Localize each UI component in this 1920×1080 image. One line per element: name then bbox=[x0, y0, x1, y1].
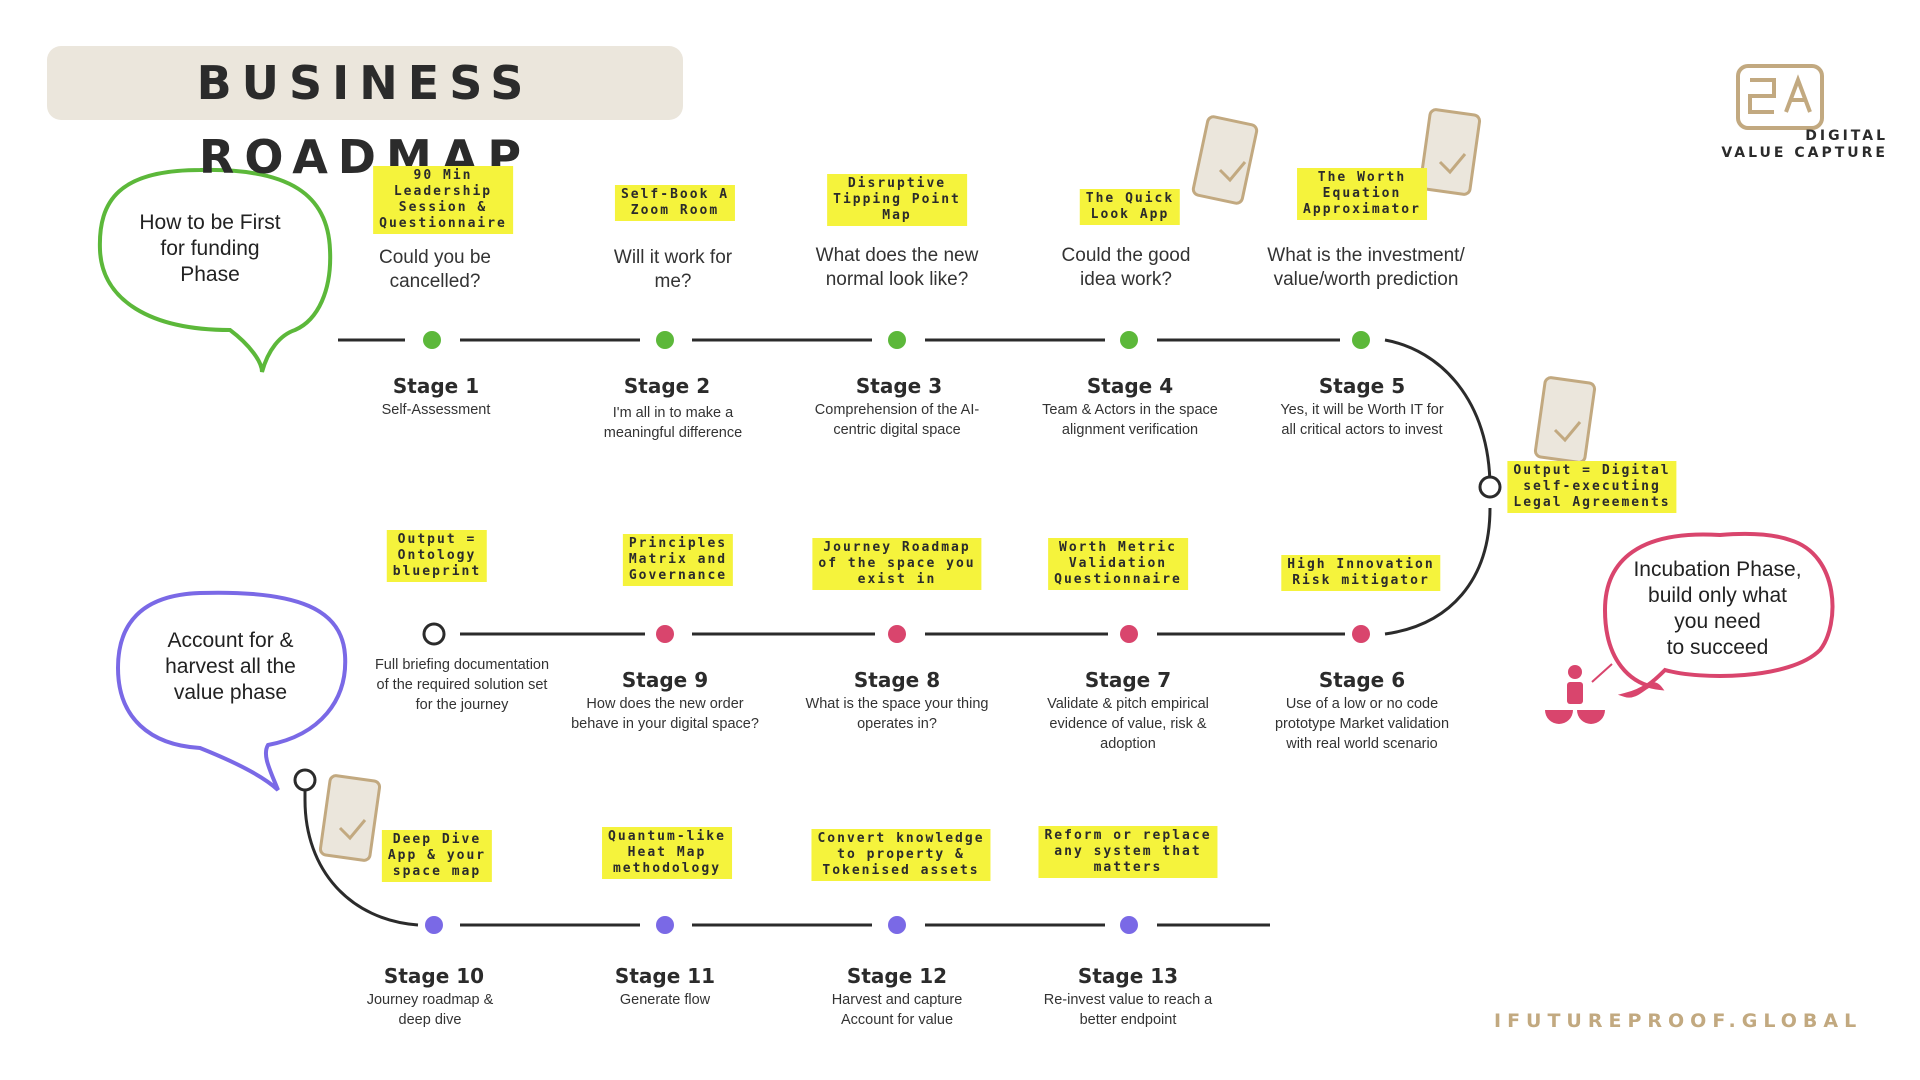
stage-1-title: Stage 1 bbox=[392, 374, 480, 398]
stage-3-dot bbox=[888, 331, 906, 349]
stage-10-subtitle: Journey roadmap & deep dive bbox=[366, 992, 494, 1028]
bubble-green-outline bbox=[97, 167, 333, 373]
stage-10-tag: Deep Dive App & your space map bbox=[381, 830, 493, 882]
stage-12-tag: Convert knowledge to property & Tokenise… bbox=[811, 829, 991, 881]
page-title: BUSINESS ROADMAP bbox=[196, 56, 534, 184]
stage-5-question: What is the investment/ value/worth pred… bbox=[1267, 245, 1465, 290]
path-curve bbox=[303, 790, 419, 927]
stage-11-dot bbox=[656, 916, 674, 934]
stage-4-subtitle: Team & Actors in the space alignment ver… bbox=[1042, 402, 1218, 438]
stage-2-question: Will it work for me? bbox=[613, 247, 733, 292]
stage-2-dot bbox=[656, 331, 674, 349]
output-ontology-text: Full briefing documentation of the requi… bbox=[374, 657, 550, 713]
output-ontology-ring bbox=[422, 622, 446, 646]
stage-11-title: Stage 11 bbox=[614, 964, 716, 988]
row2-dots bbox=[652, 621, 1374, 647]
stage-1-dot bbox=[423, 331, 441, 349]
stage-5-subtitle: Yes, it will be Worth IT for all critica… bbox=[1280, 402, 1444, 438]
stage-6-subtitle: Use of a low or no code prototype Market… bbox=[1274, 696, 1450, 752]
brand-logo bbox=[1736, 64, 1824, 130]
brand-name: DIGITAL VALUE CAPTURE bbox=[1721, 128, 1888, 161]
phone-check-marks bbox=[338, 153, 1582, 841]
stage-5-tag: The Worth Equation Approximator bbox=[1297, 168, 1427, 220]
output-legal-tag: Output = Digital self-executing Legal Ag… bbox=[1507, 461, 1677, 513]
phase3-start-ring bbox=[293, 768, 317, 792]
stage-12-title: Stage 12 bbox=[846, 964, 948, 988]
stage-9-subtitle: How does the new order behave in your di… bbox=[571, 696, 759, 732]
stage-9-tag: Principles Matrix and Governance bbox=[622, 534, 734, 586]
stage-6-dot bbox=[1352, 625, 1370, 643]
stage-5-title: Stage 5 bbox=[1318, 374, 1406, 398]
stage-4-tag: The Quick Look App bbox=[1079, 189, 1181, 225]
output-legal-ring bbox=[1478, 475, 1502, 499]
bubble-value-phase: Account for & harvest all the value phas… bbox=[165, 629, 296, 704]
stage-3-tag: Disruptive Tipping Point Map bbox=[827, 174, 967, 226]
stage-6-subtitle: Validate & pitch empirical evidence of v… bbox=[1047, 696, 1209, 752]
stage-7-title: Stage 7 bbox=[1084, 668, 1172, 692]
title-banner bbox=[47, 46, 683, 120]
stage-1-question: Could you be cancelled? bbox=[379, 247, 491, 292]
stage-5-dot bbox=[1352, 331, 1370, 349]
row1-dots bbox=[419, 327, 1374, 353]
stage-8-dot bbox=[888, 625, 906, 643]
stage-7-dot bbox=[1120, 625, 1138, 643]
stage-3-subtitle: Comprehension of the AI- centric digital… bbox=[814, 402, 980, 438]
stage-1-subtitle: Self-Assessment bbox=[381, 402, 491, 418]
stage-8-title: Stage 8 bbox=[853, 668, 941, 692]
stage-7-tag: Worth Metric Validation Questionnaire bbox=[1048, 538, 1188, 590]
stage-10-title: Stage 10 bbox=[383, 964, 485, 988]
stage-1-tag: 90 Min Leadership Session & Questionnair… bbox=[373, 166, 513, 234]
investor-growth-icon bbox=[1545, 663, 1613, 724]
stage-9-dot bbox=[656, 625, 674, 643]
stage-11-tag: Quantum-like Heat Map methodology bbox=[602, 827, 732, 879]
stage-13-tag: Reform or replace any system that matter… bbox=[1038, 826, 1218, 878]
bubble-purple-outline bbox=[115, 590, 348, 792]
stage-11-subtitle: Generate flow bbox=[619, 992, 711, 1008]
stage-13-title: Stage 13 bbox=[1077, 964, 1179, 988]
stage-4-dot bbox=[1120, 331, 1138, 349]
stage-2-subtitle: I'm all in to make a meaningful differen… bbox=[603, 405, 743, 441]
path-curve bbox=[1384, 338, 1492, 489]
stage-12-dot bbox=[888, 916, 906, 934]
stage-2-title: Stage 2 bbox=[623, 374, 711, 398]
stage-10-dot bbox=[425, 916, 443, 934]
stage-3-title: Stage 3 bbox=[855, 374, 943, 398]
bubble-funding-phase: How to be First for funding Phase bbox=[139, 211, 281, 286]
bubble-pink-outline bbox=[1602, 531, 1835, 698]
row3-dots bbox=[421, 912, 1142, 938]
output-ontology-tag: Output = Ontology blueprint bbox=[386, 530, 488, 582]
path-curve bbox=[1384, 507, 1492, 636]
stage-4-question: Could the good idea work? bbox=[1061, 245, 1191, 290]
stage-13-subtitle: Re-invest value to reach a better endpoi… bbox=[1043, 992, 1213, 1028]
footer-url[interactable]: IFUTUREPROOF.GLOBAL bbox=[1494, 1010, 1863, 1032]
stage-12-subtitle: Harvest and capture Account for value bbox=[831, 992, 963, 1028]
stage-6-tag: High Innovation Risk mitigator bbox=[1281, 555, 1441, 591]
phone-app-icon bbox=[318, 108, 1597, 862]
stage-13-dot bbox=[1120, 916, 1138, 934]
stage-6-title: Stage 6 bbox=[1318, 668, 1406, 692]
stage-2-tag: Self-Book A Zoom Room bbox=[614, 185, 736, 221]
stage-9-title: Stage 9 bbox=[621, 668, 709, 692]
stage-8-tag: Journey Roadmap of the space you exist i… bbox=[812, 538, 982, 590]
stage-3-question: What does the new normal look like? bbox=[815, 245, 979, 290]
bubble-incubation-phase: Incubation Phase, build only what you ne… bbox=[1633, 558, 1802, 659]
stage-4-title: Stage 4 bbox=[1086, 374, 1174, 398]
stage-8-subtitle: What is the space your thing operates in… bbox=[805, 696, 989, 732]
